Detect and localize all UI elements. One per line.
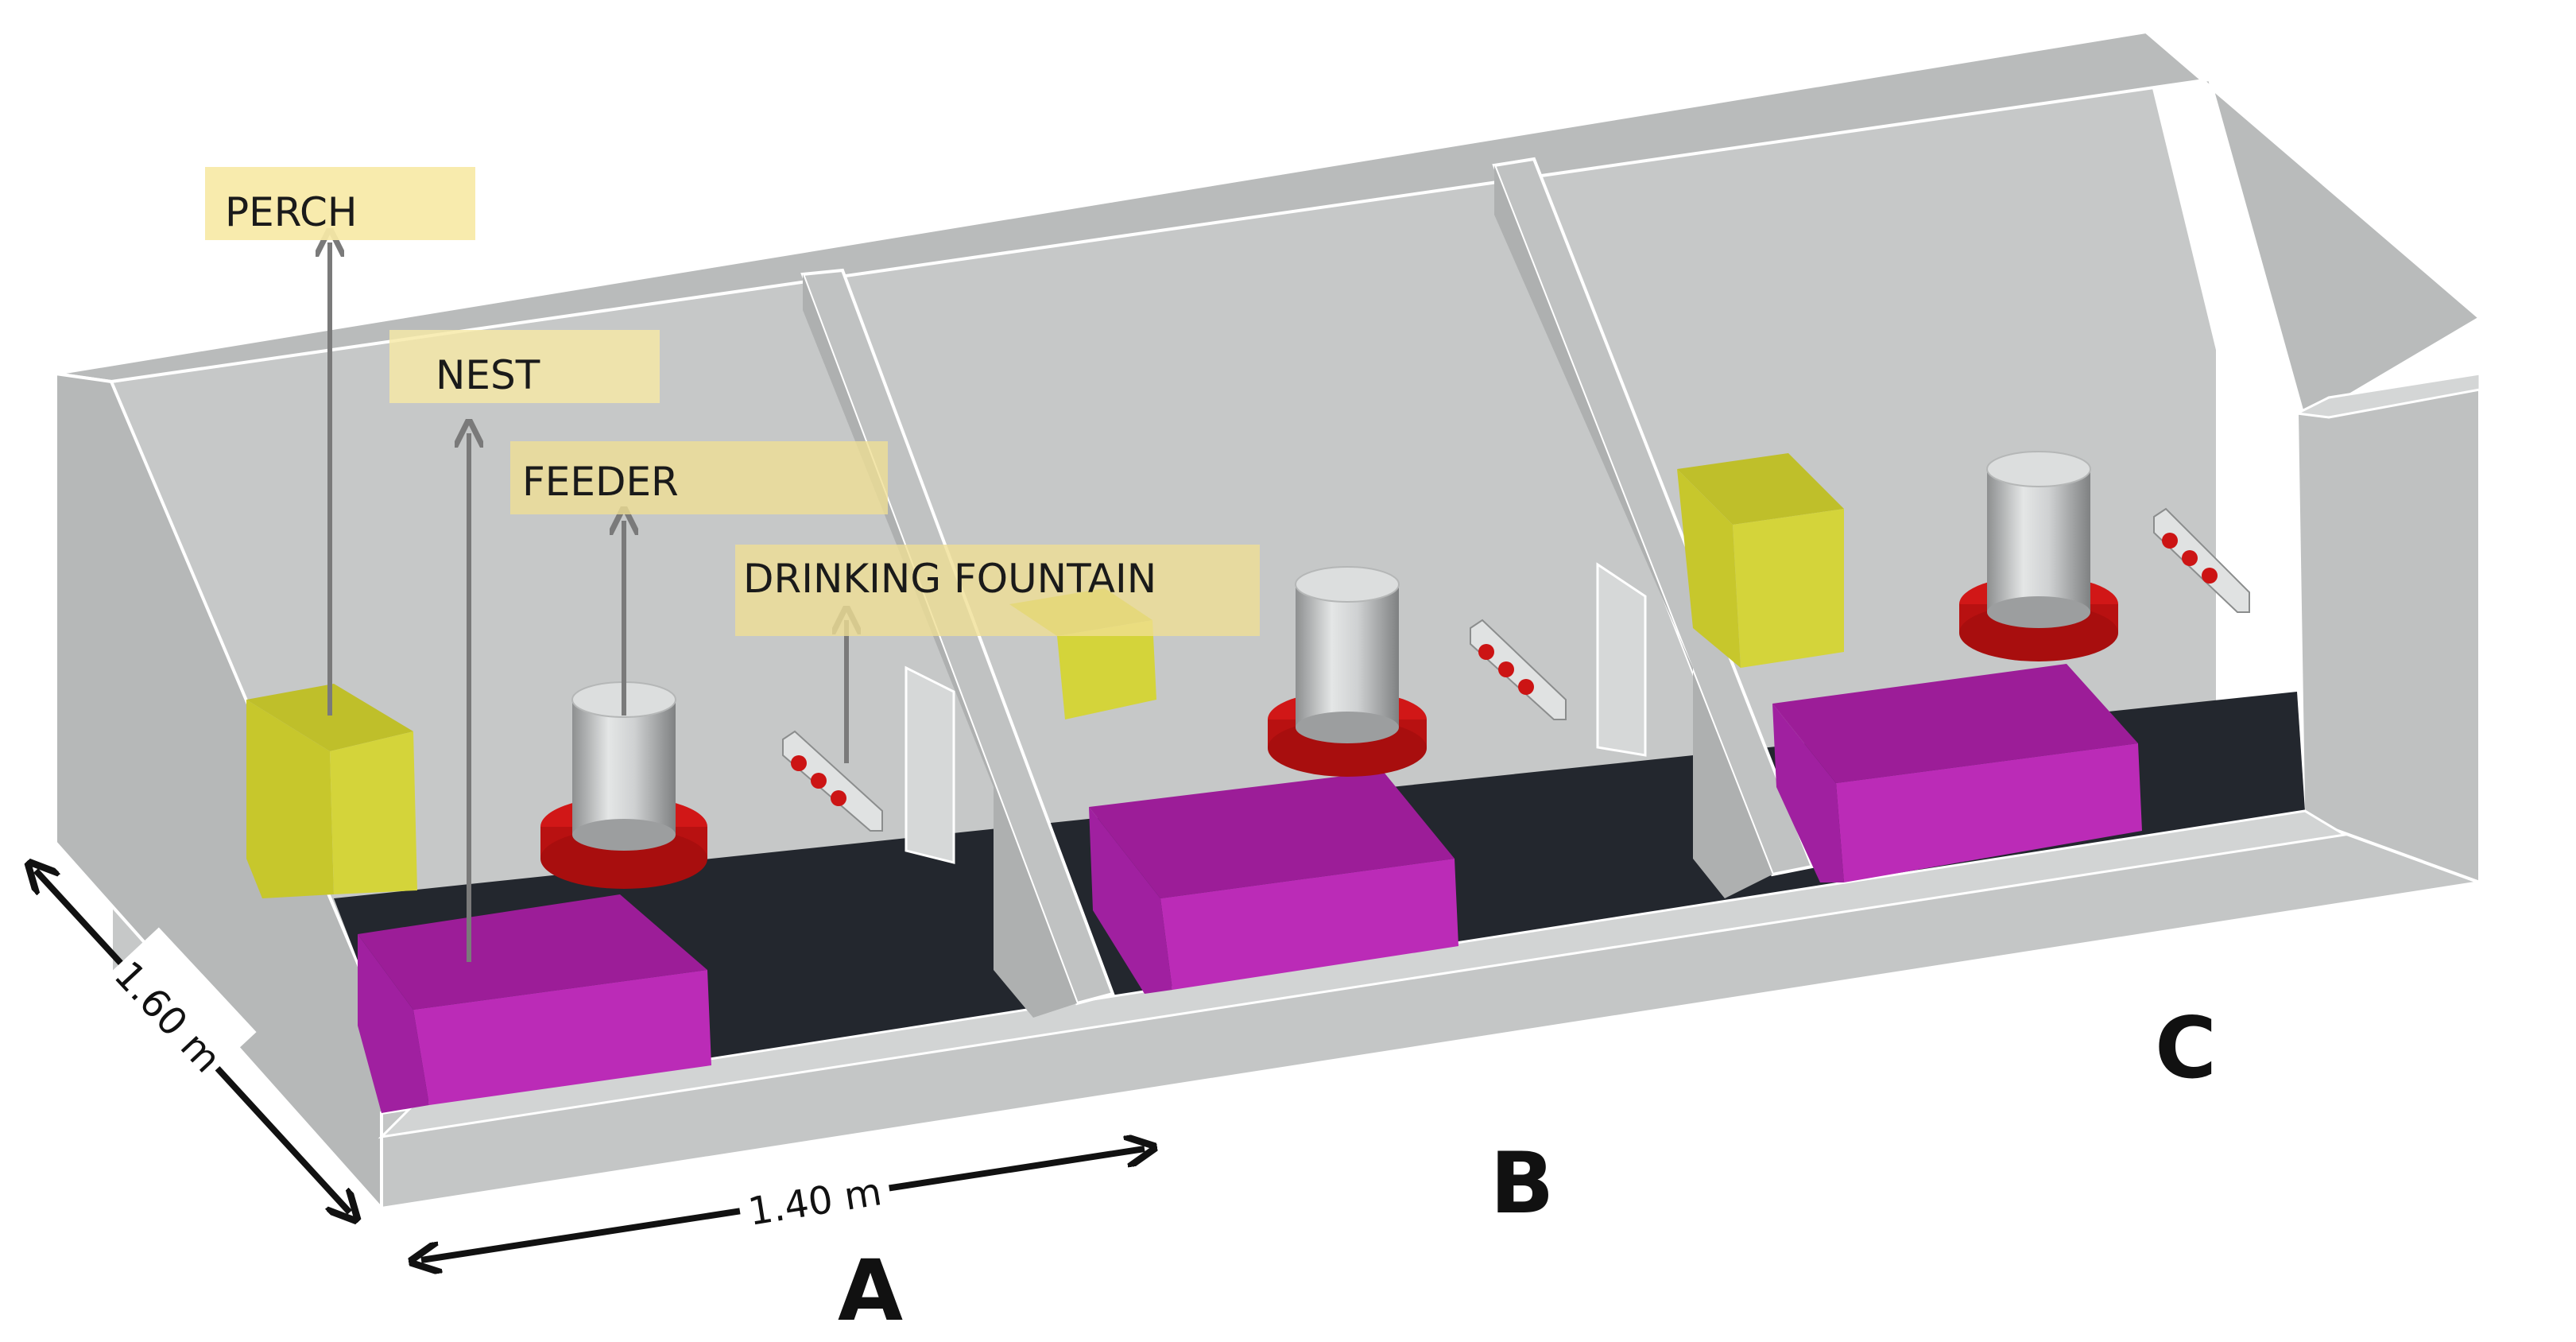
drinker-a-nipple-1 <box>791 755 807 771</box>
small-divider-a <box>905 665 955 864</box>
drinker-c-nipple-3 <box>2202 568 2218 584</box>
perch-c-side <box>1677 469 1741 668</box>
drinker-c-rail <box>2153 507 2250 613</box>
nest-label: NEST <box>436 352 540 398</box>
nest-c-top <box>1772 664 2138 783</box>
right-end-wall <box>2295 379 2481 901</box>
feeder-a-cylinder-bottom <box>572 819 676 851</box>
perch-a-front <box>246 700 334 898</box>
right-end-wall-top <box>2292 372 2481 419</box>
feeder-label: FEEDER <box>522 459 679 505</box>
perch-a-side <box>330 731 417 894</box>
drinker-c-nipple-2 <box>2182 550 2198 566</box>
nest-a-top <box>358 894 707 1010</box>
feeder-c-cylinder-top <box>1986 451 2091 487</box>
nest-b-front <box>1089 807 1172 994</box>
drinker-a-rail <box>782 730 883 832</box>
nest-a-side <box>413 970 711 1105</box>
perch-b-front <box>1057 620 1156 719</box>
perch-label-bg <box>205 167 475 240</box>
drinker-c-nipple-1 <box>2162 533 2178 549</box>
feeder-c-cylinder-bottom <box>1987 596 2090 628</box>
perch-c-top <box>1677 453 1844 525</box>
pen-b-label: B <box>1490 1134 1555 1232</box>
drinker-b-nipple-3 <box>1518 679 1534 695</box>
drinker-a-nipple-3 <box>831 790 846 806</box>
drinker-a-nipple-2 <box>811 773 827 789</box>
drinker-b-rail <box>1470 619 1567 720</box>
partition-2-face <box>1494 165 1772 898</box>
perch-label: PERCH <box>225 189 358 235</box>
drinker-b-nipple-2 <box>1498 661 1514 677</box>
perch-c-front <box>1733 509 1844 668</box>
small-divider-b <box>1596 562 1647 757</box>
pen-c-label: C <box>2155 999 2217 1097</box>
drinking-fountain-label-bg <box>735 545 1260 636</box>
drinking-fountain-label: DRINKING FOUNTAIN <box>743 556 1156 602</box>
nest-c-front <box>1772 704 1844 882</box>
drinker-b-nipple-1 <box>1478 644 1494 660</box>
perch-a-top <box>246 684 413 751</box>
feeder-label-bg <box>510 441 888 514</box>
feeder-b-cylinder-bottom <box>1296 712 1399 743</box>
feeder-c-cylinder <box>1987 469 2090 612</box>
feeder-b-cylinder-top <box>1295 566 1400 603</box>
front-sill-top <box>378 809 2349 1139</box>
nest-b-side <box>1160 859 1458 990</box>
nest-a-front <box>358 934 429 1113</box>
depth-dimension-gap <box>77 927 257 1108</box>
width-dimension-gap <box>735 1161 894 1240</box>
nest-b-top <box>1089 771 1455 898</box>
pen-a-label: A <box>838 1242 903 1340</box>
feeder-b-cylinder <box>1296 584 1399 727</box>
nest-c-side <box>1836 743 2142 882</box>
feeder-a-cylinder <box>572 700 676 835</box>
partition-2 <box>1492 157 1815 877</box>
nest-label-bg <box>389 330 660 403</box>
